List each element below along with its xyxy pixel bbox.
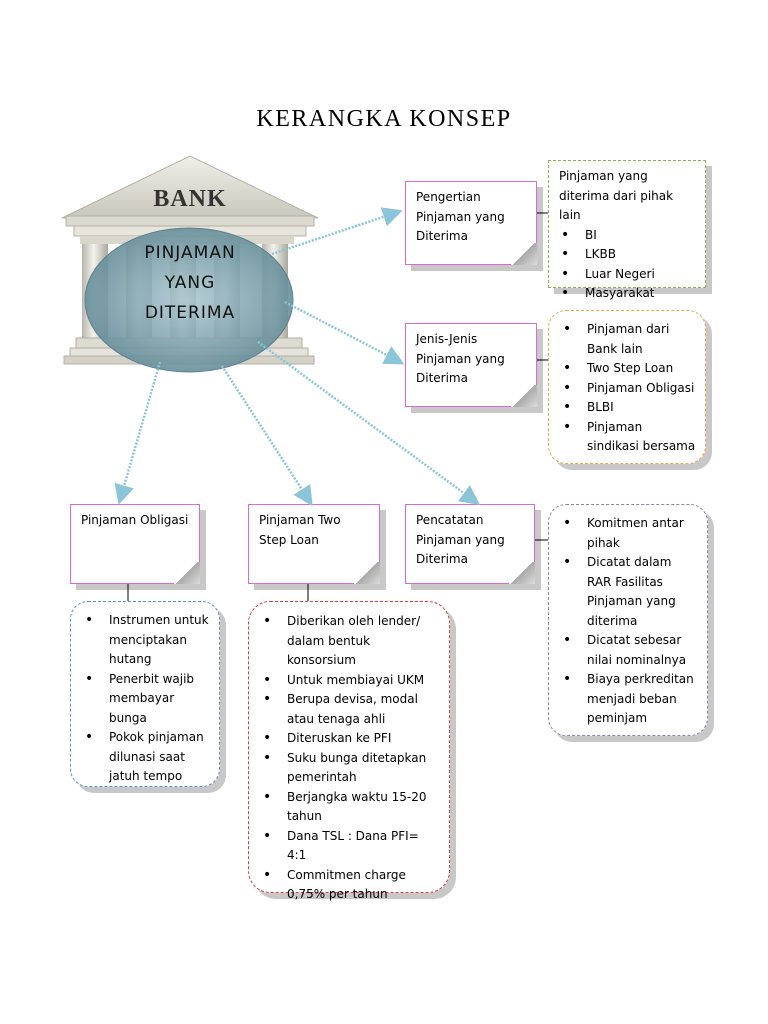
note-pengertian: Pengertian Pinjaman yang Diterima (405, 181, 537, 265)
list-item: Pinjaman Obligasi (561, 379, 697, 399)
box-pencatatan: Komitmen antar pihak Dicatat dalam RAR F… (548, 504, 708, 736)
list-item: Luar Negeri (559, 265, 697, 285)
bank-center-line-1: PINJAMAN (144, 243, 236, 263)
note-obligasi: Pinjaman Obligasi (70, 504, 200, 584)
list-item: Masyarakat (559, 284, 697, 304)
note-twostep: Pinjaman Two Step Loan (248, 504, 380, 584)
note-obligasi-text: Pinjaman Obligasi (81, 513, 189, 527)
list-item: Berupa devisa, modal atau tenaga ahli (261, 690, 441, 729)
list-item: Dicatat sebesar nilai nominalnya (561, 631, 699, 670)
page-curl (511, 385, 537, 407)
box-jenis: Pinjaman dari Bank lain Two Step Loan Pi… (548, 310, 706, 464)
list-item: Pinjaman sindikasi bersama (561, 418, 697, 457)
page-curl (509, 562, 535, 584)
list-item: BI (559, 226, 697, 246)
arrow-to-jenis (284, 300, 405, 365)
note-pencatatan: Pencatatan Pinjaman yang Diterima (405, 504, 535, 584)
list-item: Pinjaman dari Bank lain (561, 320, 697, 359)
list-item: Two Step Loan (561, 359, 697, 379)
list-item: Pokok pinjaman dilunasi saat jatuh tempo (83, 728, 211, 787)
note-pengertian-text: Pengertian Pinjaman yang Diterima (416, 190, 505, 243)
list-item: LKBB (559, 245, 697, 265)
bank-center-line-3: DITERIMA (144, 303, 236, 323)
list-item: Instrumen untuk menciptakan hutang (83, 611, 211, 670)
box-pengertian-heading: Pinjaman yang diterima dari pihak lain (559, 169, 674, 222)
list-item: Diteruskan ke PFI (261, 729, 441, 749)
list-item: Biaya perkreditan menjadi beban peminjam (561, 670, 699, 729)
list-item: Suku bunga ditetapkan pemerintah (261, 749, 441, 788)
list-item: Commitmen charge 0,75% per tahun (261, 866, 441, 905)
note-jenis: Jenis-Jenis Pinjaman yang Diterima (405, 323, 537, 407)
list-item: Untuk membiayai UKM (261, 671, 441, 691)
list-item: Berjangka waktu 15-20 tahun (261, 788, 441, 827)
box-twostep: Diberikan oleh lender/ dalam bentuk kons… (248, 601, 450, 901)
list-item: Diberikan oleh lender/ dalam bentuk kons… (261, 612, 441, 671)
arrow-to-twostep (220, 365, 313, 507)
list-item: Komitmen antar pihak (561, 514, 699, 553)
page-curl (511, 243, 537, 265)
list-item: Penerbit wajib membayar bunga (83, 670, 211, 729)
note-pencatatan-text: Pencatatan Pinjaman yang Diterima (416, 513, 505, 566)
page-curl (354, 562, 380, 584)
note-jenis-text: Jenis-Jenis Pinjaman yang Diterima (416, 332, 505, 385)
list-item: Dicatat dalam RAR Fasilitas Pinjaman yan… (561, 553, 699, 631)
page-curl (174, 562, 200, 584)
page-title: KERANGKA KONSEP (256, 106, 512, 132)
box-pengertian: Pinjaman yang diterima dari pihak lain B… (548, 160, 706, 303)
bank-sign: BANK (153, 186, 227, 212)
box-obligasi: Instrumen untuk menciptakan hutang Pener… (70, 601, 220, 787)
list-item: Dana TSL : Dana PFI= 4:1 (261, 827, 441, 866)
arrow-to-obligasi (114, 361, 162, 505)
bank-center-line-2: YANG (164, 273, 216, 293)
note-twostep-text: Pinjaman Two Step Loan (259, 513, 341, 547)
arrow-to-pengertian (271, 207, 403, 256)
list-item: BLBI (561, 398, 697, 418)
